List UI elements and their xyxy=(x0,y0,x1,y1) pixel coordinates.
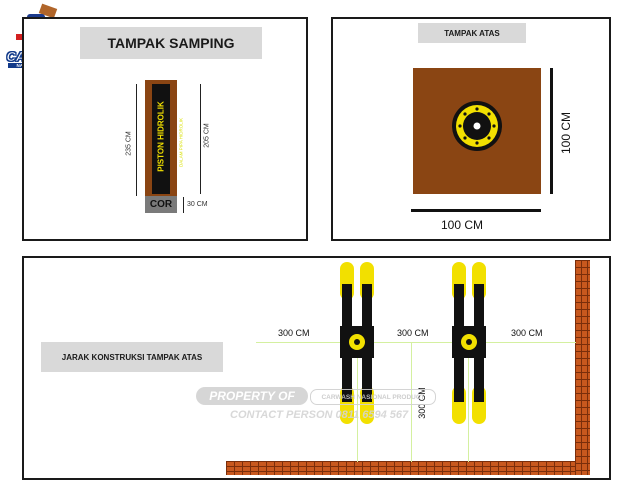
dim-line-width xyxy=(411,209,541,212)
dim-right-label: 300 CM xyxy=(511,328,543,338)
dim-base-label: 30 CM xyxy=(187,201,208,208)
dim-line-total xyxy=(136,84,137,196)
dim-left-label: 300 CM xyxy=(278,328,310,338)
guide-vertical-2 xyxy=(411,342,412,462)
car-lift-1 xyxy=(340,262,374,424)
guide-horizontal xyxy=(256,342,576,343)
brick-wall-right xyxy=(575,260,590,475)
side-view-title: TAMPAK SAMPING xyxy=(80,27,262,59)
piston-sublabel: DALAM PIPA HIDROLIK xyxy=(178,118,184,167)
dim-height-label: 100 CM xyxy=(559,111,573,155)
dim-total-label: 235 CM xyxy=(125,131,133,156)
brick-wall-bottom xyxy=(226,461,590,475)
dim-middle-label: 300 CM xyxy=(397,328,429,338)
guide-vertical-1 xyxy=(357,342,358,462)
dim-width-label: 100 CM xyxy=(441,218,484,232)
car-lift-2 xyxy=(452,262,486,424)
piston-core xyxy=(152,84,170,194)
watermark-property: PROPERTY OF xyxy=(196,387,308,405)
piston-label: PISTON HIDROLIK xyxy=(156,101,166,172)
dim-line-height xyxy=(550,68,553,194)
piston-top-icon xyxy=(452,101,502,151)
layout-title: JARAK KONSTRUKSI TAMPAK ATAS xyxy=(41,342,223,372)
top-view-title: TAMPAK ATAS xyxy=(418,23,526,43)
dim-inner-label: 205 CM xyxy=(203,123,211,148)
dim-line-inner xyxy=(200,84,201,194)
dim-line-base xyxy=(183,197,184,213)
watermark-contact: CONTACT PERSON 0811 6594 567 xyxy=(230,409,409,421)
watermark-company: CARWASH NASIONAL PRODUCT xyxy=(310,389,436,405)
cor-base: COR xyxy=(145,196,177,213)
guide-vertical-3 xyxy=(468,342,469,462)
